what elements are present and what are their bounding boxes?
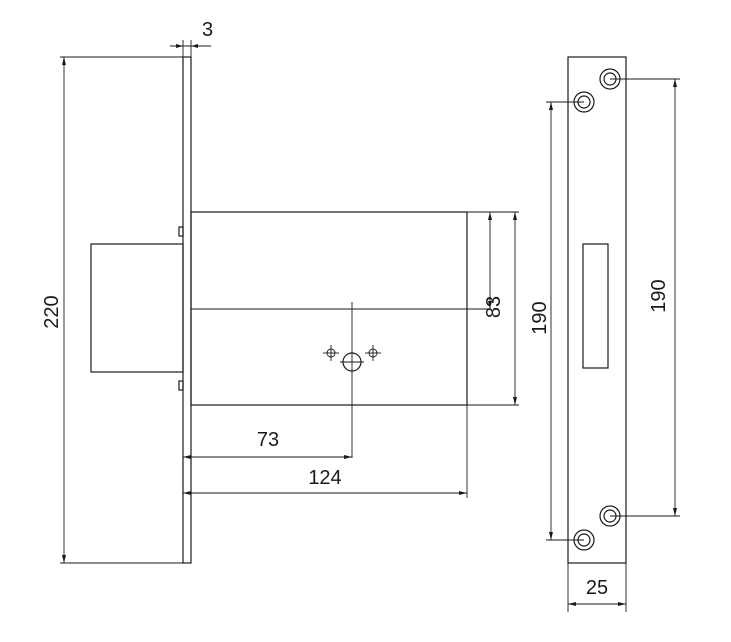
dim-label-body-height: 83 [483, 296, 505, 318]
faceplate-front [567, 56, 627, 564]
dim-label-backset: 73 [257, 429, 279, 451]
dim-screw-spacing-left [546, 101, 584, 541]
dim-plate-height: 220 [41, 56, 183, 564]
dim-label-faceplate-width: 25 [586, 577, 608, 599]
faceplate-pin-bottom [178, 380, 184, 391]
latch-tongue [90, 243, 184, 373]
dim-faceplate-width: 25 [567, 563, 627, 612]
dim-backset: 73 [182, 429, 352, 500]
dim-outer-height: 190 [467, 211, 551, 406]
bolt-hole-right-icon [365, 345, 381, 361]
dim-label-body-depth: 124 [308, 467, 341, 489]
dim-label-screw-spacing-right: 190 [648, 279, 670, 312]
front-view: 190 25 [546, 56, 680, 612]
faceplate-side [182, 56, 192, 564]
dim-body-depth: 124 [183, 405, 468, 498]
side-view: 3 220 83 190 [41, 19, 551, 564]
dim-screw-spacing-right: 190 [610, 78, 680, 517]
lock-body [190, 211, 468, 406]
dim-plate-thickness: 3 [170, 19, 213, 57]
dim-label-plate-thickness: 3 [202, 19, 213, 41]
dim-body-height: 83 [467, 211, 505, 318]
dim-label-plate-height: 220 [41, 295, 63, 328]
latch-slot [582, 243, 609, 369]
dim-label-outer-height: 190 [529, 301, 551, 334]
faceplate-pin-top [178, 226, 184, 237]
bolt-hole-left-icon [323, 345, 339, 361]
